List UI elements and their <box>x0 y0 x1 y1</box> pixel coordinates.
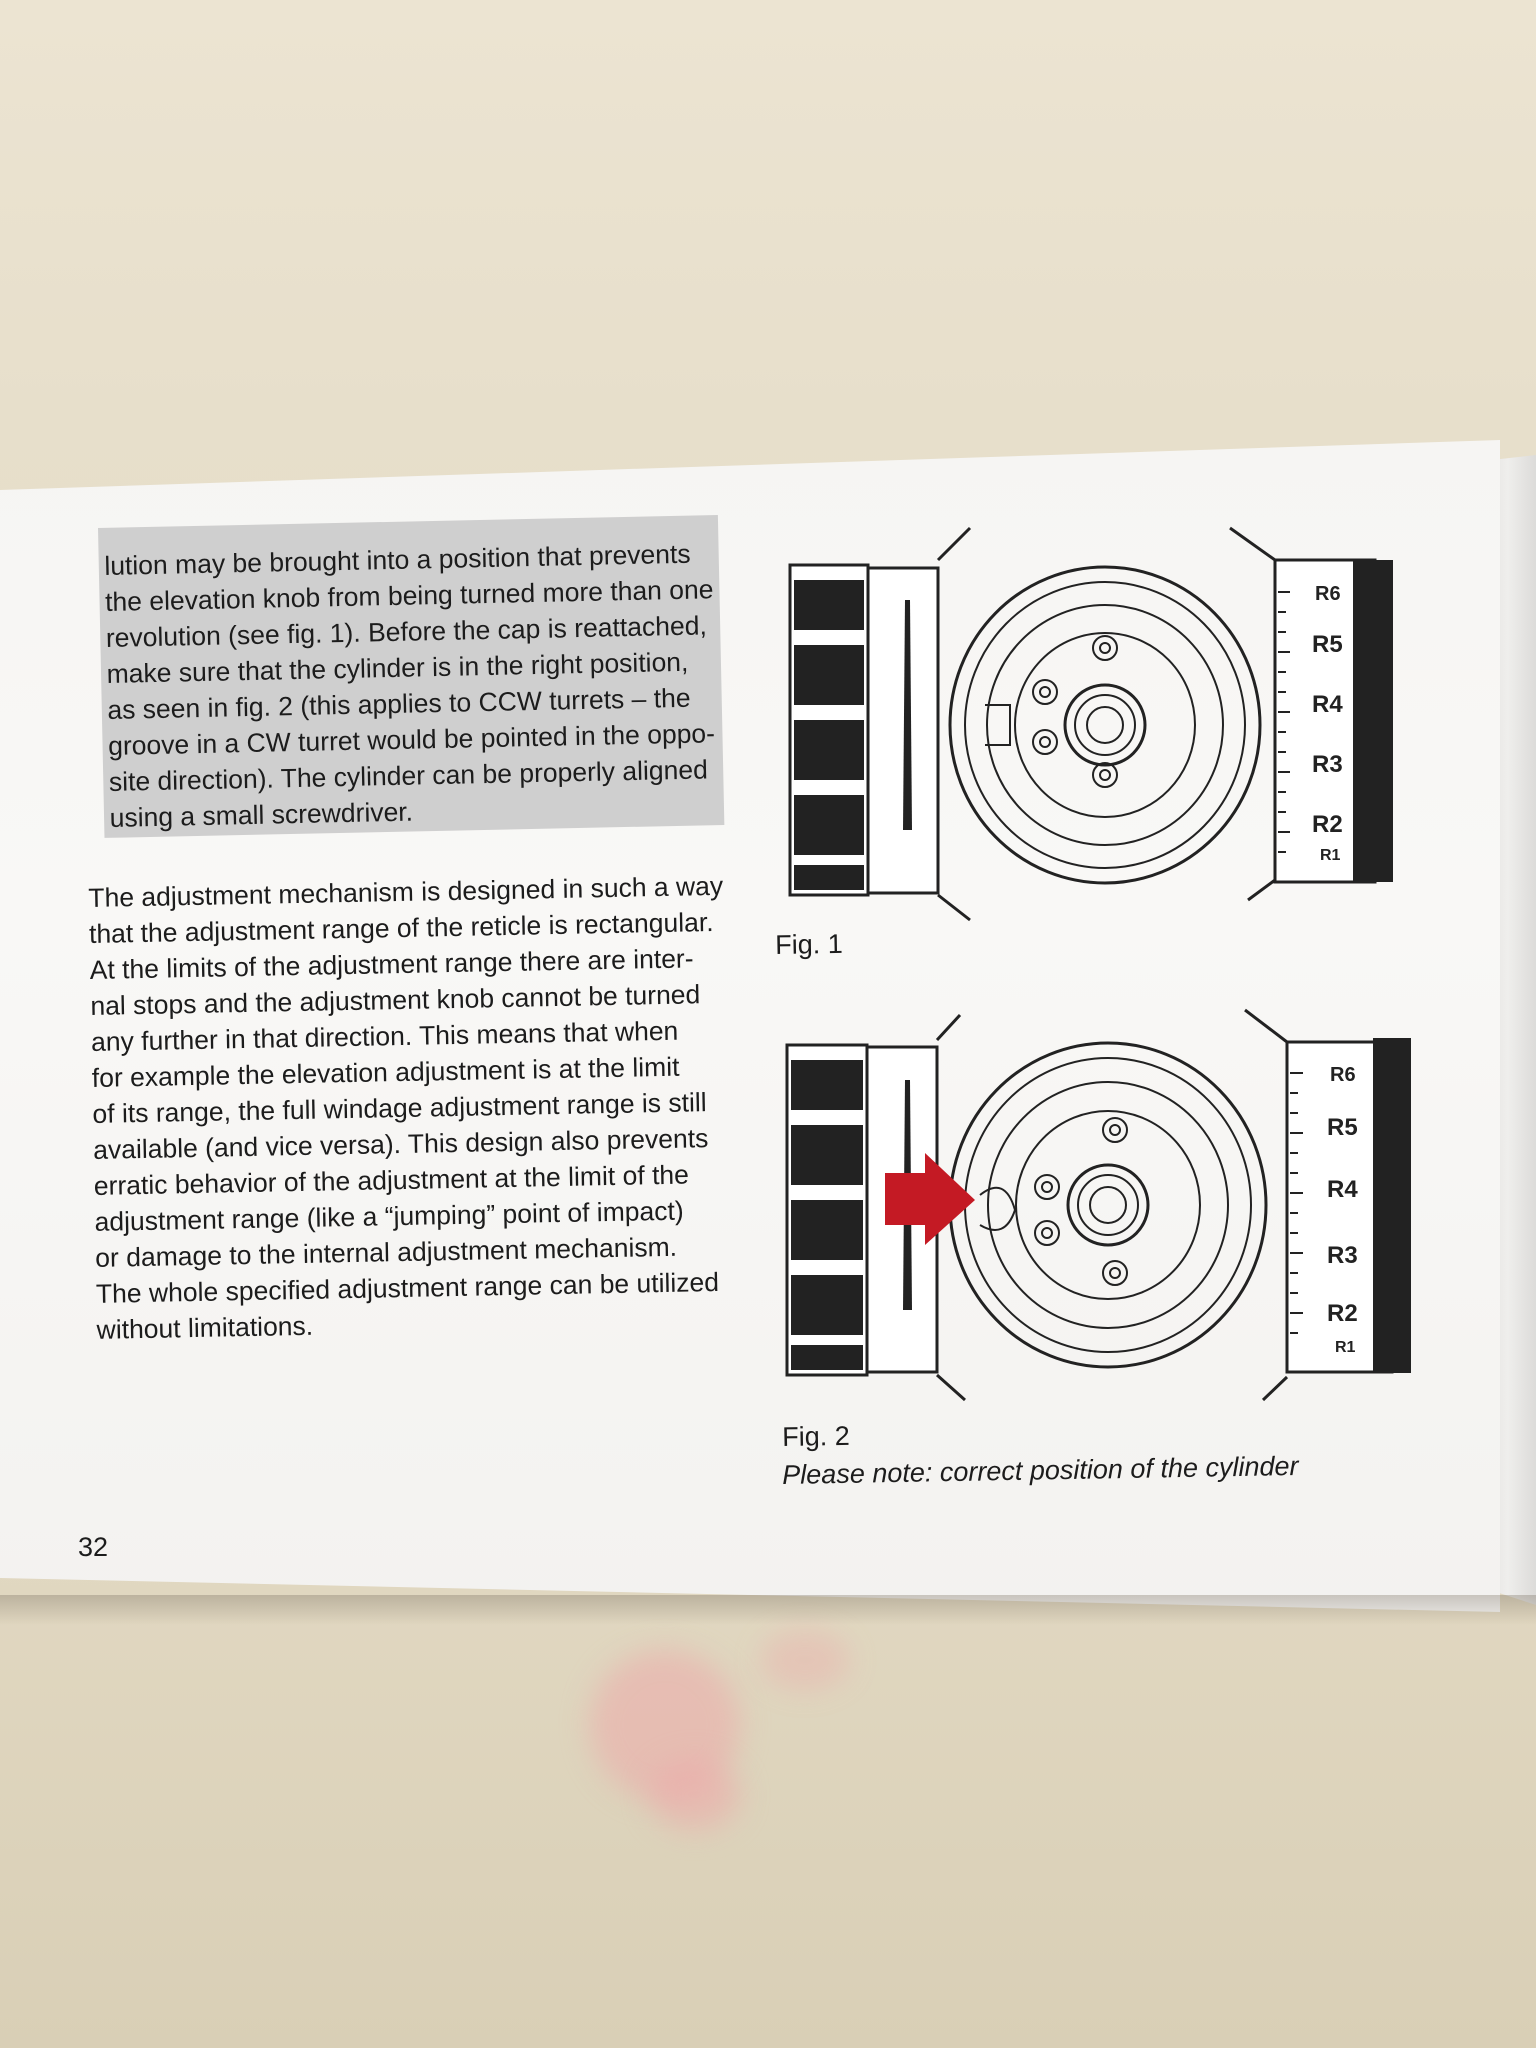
scale-label: R3 <box>1312 751 1343 778</box>
scale-label: R3 <box>1327 1242 1358 1269</box>
scale-label: R6 <box>1315 583 1341 605</box>
figure-1-turret-diagram: R6 R5 R4 R3 R2 R1 <box>788 526 1393 922</box>
turret-face <box>948 1041 1268 1369</box>
knurl-bands <box>791 1060 863 1370</box>
scale-ticks <box>1278 591 1290 853</box>
figure-2-turret-diagram: R6 R5 R4 R3 R2 R1 <box>785 1008 1411 1402</box>
paragraph-adjustment-mechanism: The adjustment mechanism is designed in … <box>88 868 737 1348</box>
paragraph-cylinder-position: lution may be brought into a position th… <box>104 535 720 836</box>
figure-1-caption: Fig. 1 <box>775 928 844 960</box>
scale-label: R2 <box>1327 1300 1358 1327</box>
scale-label: R1 <box>1320 847 1341 864</box>
scale-ticks <box>1290 1072 1303 1334</box>
table-stain <box>760 1630 850 1690</box>
page-shadow <box>0 1595 1536 1625</box>
scale-label: R5 <box>1312 631 1343 658</box>
red-arrow-icon <box>885 1153 975 1245</box>
scale-label: R4 <box>1327 1176 1358 1203</box>
scale-label: R4 <box>1312 691 1343 718</box>
scale-label: R2 <box>1312 811 1343 838</box>
figure-2-caption: Fig. 2 <box>782 1420 851 1452</box>
knurl-bands <box>794 580 864 890</box>
table-stain <box>650 1760 740 1830</box>
scale-label: R6 <box>1330 1064 1356 1086</box>
turret-face <box>948 565 1262 885</box>
page-number: 32 <box>78 1532 109 1562</box>
scale-label: R1 <box>1335 1339 1356 1356</box>
scale-label: R5 <box>1327 1114 1358 1141</box>
